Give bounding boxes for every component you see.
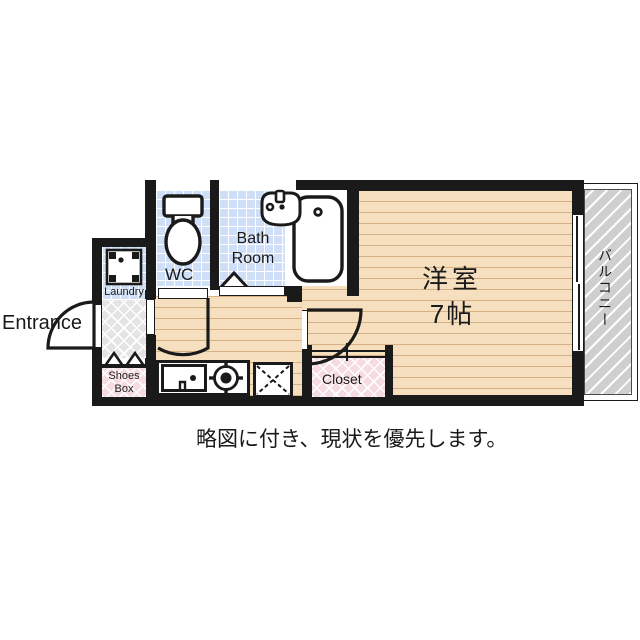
bath-door-leaf xyxy=(219,286,285,296)
shoes-box-front-edge xyxy=(102,364,146,368)
entrance-hall-floor xyxy=(102,300,146,358)
wc-door-leaf xyxy=(158,288,208,299)
closet-rod-line-bottom xyxy=(312,356,387,358)
bath-label-line2: Room xyxy=(231,250,275,267)
bath-wall-right-full xyxy=(347,180,359,296)
kitchen-sink xyxy=(161,364,207,392)
shoes-box-label-line1: Shoes xyxy=(108,370,140,382)
main-room-label: 洋室 7帖 xyxy=(392,262,512,332)
entrance-wall-bottom xyxy=(92,397,156,406)
entrance-wall-top xyxy=(92,238,156,247)
bath-door-marker xyxy=(219,270,249,289)
hallway-wall-bottom xyxy=(145,396,302,406)
hallway-wall-left-lower xyxy=(145,335,156,406)
toilet-icon xyxy=(162,194,204,266)
main-room-label-line1: 洋室 xyxy=(421,264,482,294)
main-room-label-line2: 7帖 xyxy=(429,299,475,330)
balcony-window xyxy=(572,214,584,352)
wc-door-swing-arc xyxy=(157,298,210,357)
closet-wall-right xyxy=(385,345,393,405)
entrance-label: Entrance xyxy=(2,312,83,334)
main-room-wall-right-upper xyxy=(572,180,584,214)
sink-vanity-icon xyxy=(260,189,302,227)
balcony-outer-frame xyxy=(578,183,638,401)
disclaimer-note: 略図に付き、現状を優先します。 xyxy=(196,428,508,451)
shoes-box-label: Shoes Box xyxy=(100,370,148,395)
wall-stub-hall-right xyxy=(145,290,156,299)
entrance-wall-left-lower xyxy=(92,348,102,406)
appliance-space xyxy=(253,362,293,398)
balcony-label: バルコニー xyxy=(597,248,613,328)
closet-rod-hanger xyxy=(346,343,348,361)
main-room-wall-right-lower xyxy=(572,351,584,406)
shoes-box-area xyxy=(102,367,146,397)
laundry-label: Laundry xyxy=(104,286,144,298)
bath-label-line1: Bath xyxy=(236,230,270,247)
shoes-box-label-line2: Box xyxy=(114,382,134,395)
main-room-wall-top xyxy=(296,180,584,191)
balcony-window-sash-lower xyxy=(578,284,580,350)
entrance-wall-left-upper xyxy=(92,238,102,304)
bath-label: Bath Room xyxy=(222,229,284,269)
closet-wall-left xyxy=(302,345,312,405)
shoe-cabinet-left xyxy=(103,350,125,367)
entrance-door-swing-arc xyxy=(46,300,96,350)
balcony-area xyxy=(584,189,632,395)
shoe-cabinet-right xyxy=(124,350,146,367)
closet-rod-line-top xyxy=(312,350,387,352)
closet-door-swing-arc xyxy=(306,308,363,366)
washing-machine-pan-icon xyxy=(105,248,143,286)
balcony-window-sash-upper xyxy=(576,216,578,282)
hallway-wall-left-upper xyxy=(145,180,156,290)
gas-stove xyxy=(209,362,243,394)
bathtub-icon xyxy=(292,195,344,283)
closet-area xyxy=(312,357,385,397)
hall-door-jamb xyxy=(146,299,155,335)
wc-label: WC xyxy=(165,265,194,284)
closet-label: Closet xyxy=(322,371,362,387)
main-room-wall-bottom xyxy=(296,395,584,406)
wc-bath-divider xyxy=(210,180,219,290)
